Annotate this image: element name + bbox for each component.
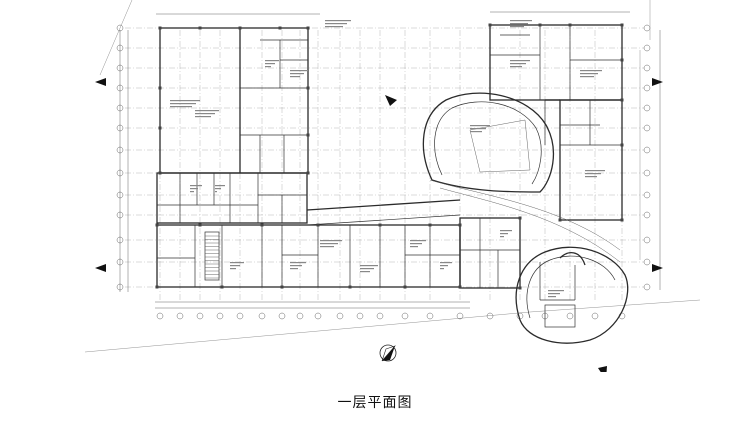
section-arrow-right-upper — [652, 78, 663, 86]
curved-pavilion — [422, 92, 621, 263]
stair — [204, 231, 220, 281]
structural-columns — [155, 23, 624, 290]
site-boundary — [84, 0, 701, 353]
floor-plan-drawing — [84, 0, 701, 372]
section-arrow-diagonal-bottom — [598, 366, 607, 372]
section-markers — [95, 78, 663, 372]
curved-annex — [515, 246, 629, 344]
section-arrow-right-lower — [652, 264, 663, 272]
plan-caption: 一层平面图 — [337, 395, 413, 411]
section-arrow-left-lower — [95, 264, 106, 272]
main-building — [156, 27, 521, 289]
annotation-marks — [170, 20, 605, 298]
section-arrow-diagonal-top — [385, 95, 397, 106]
dimension-lines — [119, 11, 661, 309]
north-arrow-icon — [379, 344, 397, 362]
section-arrow-left-upper — [95, 78, 106, 86]
right-wing — [489, 24, 623, 221]
